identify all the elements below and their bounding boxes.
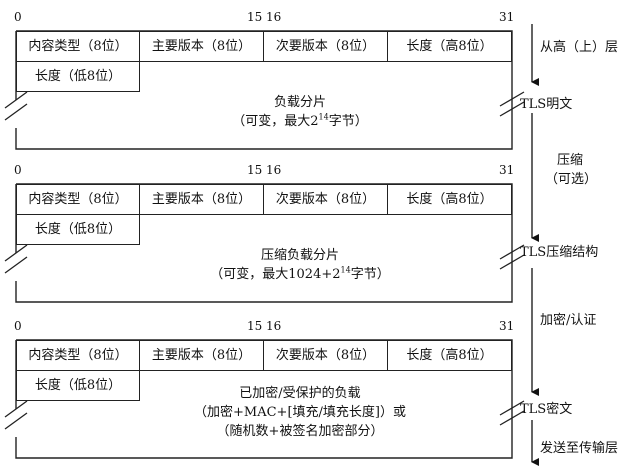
block3-minor-version-field: 次要版本（8位） (263, 340, 388, 371)
bit-label-31: 31 (499, 163, 515, 177)
block2-content-type-field: 内容类型（8位） (16, 184, 140, 215)
bit-label-31: 31 (499, 10, 515, 24)
bit-label-0: 0 (14, 163, 22, 177)
flow-label-optional: （可选） (545, 172, 598, 187)
flow-label-encrypt-auth: 加密/认证 (540, 313, 597, 328)
block3-payload-detail: （加密+MAC+[填充/填充长度]）或 (194, 405, 406, 420)
block3-payload: 已加密/受保护的负载 （加密+MAC+[填充/填充长度]）或 （随机数+被签名加… (140, 384, 460, 441)
block2-minor-version-field: 次要版本（8位） (263, 184, 388, 215)
bit-label-0: 0 (14, 10, 22, 24)
left-break-marks (4, 91, 28, 430)
block2-payload-size: （可变，最大1024+214字节） (210, 265, 390, 282)
bit-label-15: 15 (247, 319, 263, 333)
bit-label-15: 15 (247, 10, 263, 24)
flow-label-from-upper-layer: 从高（上）层 (540, 40, 619, 55)
bit-label-16: 16 (266, 319, 282, 333)
stage-label-tls-ciphertext: TLS密文 (520, 402, 573, 417)
block1-content-type-field: 内容类型（8位） (16, 31, 140, 62)
flow-label-to-transport-layer: 发送至传输层 (540, 441, 619, 456)
block1-payload: 负载分片 （可变，最大214字节） (140, 93, 460, 131)
block2-payload-title: 压缩负载分片 (260, 248, 339, 263)
block1-major-version-field: 主要版本（8位） (139, 31, 264, 62)
block2-length-low-field: 长度（低8位） (16, 214, 140, 245)
right-break-marks (499, 91, 525, 426)
bit-label-0: 0 (14, 319, 22, 333)
bit-label-16: 16 (266, 10, 282, 24)
block2-major-version-field: 主要版本（8位） (139, 184, 264, 215)
block3-major-version-field: 主要版本（8位） (139, 340, 264, 371)
block1-length-high-field: 长度（高8位） (387, 31, 512, 62)
bit-label-15: 15 (247, 163, 263, 177)
bit-label-16: 16 (266, 163, 282, 177)
block1-payload-size: （可变，最大214字节） (232, 112, 368, 129)
block1-length-low-field: 长度（低8位） (16, 61, 140, 92)
block3-length-low-field: 长度（低8位） (16, 370, 140, 401)
block1-payload-title: 负载分片 (273, 95, 326, 110)
block3-payload-title: 已加密/受保护的负载 (239, 386, 361, 401)
block2-payload: 压缩负载分片 （可变，最大1024+214字节） (140, 246, 460, 284)
block3-payload-alt: （随机数+被签名加密部分） (216, 424, 384, 439)
stage-label-tls-plaintext: TLS明文 (520, 97, 573, 112)
flow-label-compress: 压缩 (557, 153, 584, 168)
bit-label-31: 31 (499, 319, 515, 333)
stage-label-tls-compressed: TLS压缩结构 (520, 245, 599, 260)
block3-content-type-field: 内容类型（8位） (16, 340, 140, 371)
block1-minor-version-field: 次要版本（8位） (263, 31, 388, 62)
block3-length-high-field: 长度（高8位） (387, 340, 512, 371)
block2-length-high-field: 长度（高8位） (387, 184, 512, 215)
